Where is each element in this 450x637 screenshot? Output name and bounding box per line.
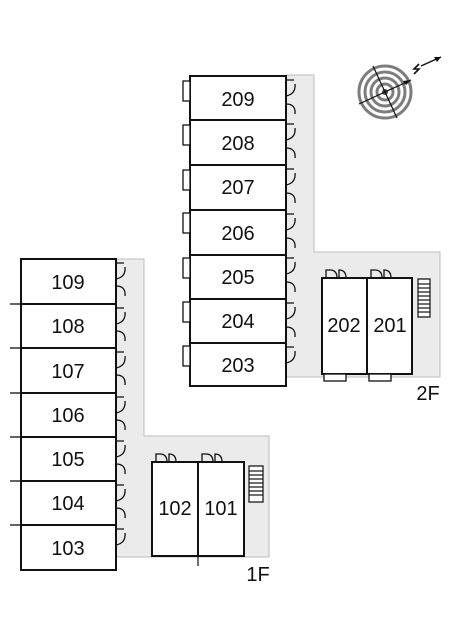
room-101 [197,461,245,557]
floor-2-plan: 209 208 207 206 205 204 203 [182,74,441,405]
room-104 [20,480,117,526]
floor-2-left-block [189,75,287,387]
floor-2-right-doors [325,269,392,279]
room-label-109: 109 [51,272,84,294]
floor-1-doors [115,262,126,546]
room-label-201: 201 [373,315,406,337]
room-206 [189,209,287,256]
room-label-107: 107 [51,361,84,383]
floor-2-doors [285,79,296,364]
floor-label-1f: 1F [246,564,269,586]
room-209 [189,75,287,121]
floor-2-right-balconies [323,373,392,382]
floor-1-wall-ticks [10,303,21,526]
room-102 [151,461,199,557]
floor-1-left-block [20,258,117,571]
room-label-209: 209 [221,89,254,111]
floor-1-right-doors [155,453,223,463]
room-label-105: 105 [51,449,84,471]
floor-2-right-block [321,277,413,375]
room-106 [20,392,117,438]
room-label-203: 203 [221,355,254,377]
room-103 [20,524,117,571]
room-label-106: 106 [51,405,84,427]
room-label-204: 204 [221,311,254,333]
floor-2-balconies [182,80,191,367]
floor-2-stairs [417,278,431,318]
room-label-103: 103 [51,538,84,560]
room-202 [321,277,368,375]
room-label-205: 205 [221,267,254,289]
room-label-207: 207 [221,177,254,199]
floor-1-right-block [151,461,245,557]
room-label-208: 208 [221,133,254,155]
room-label-104: 104 [51,493,84,515]
floor-1-plan: 109 108 107 106 105 104 103 102 101 1F [10,258,270,586]
floor-label-2f: 2F [416,383,439,405]
compass-rose-icon [357,56,442,120]
floor-1-stairs [248,465,264,503]
room-label-101: 101 [204,498,237,520]
room-203 [189,342,287,387]
room-label-202: 202 [327,315,360,337]
room-label-102: 102 [158,498,191,520]
room-label-108: 108 [51,316,84,338]
room-label-206: 206 [221,223,254,245]
room-109 [20,258,117,305]
